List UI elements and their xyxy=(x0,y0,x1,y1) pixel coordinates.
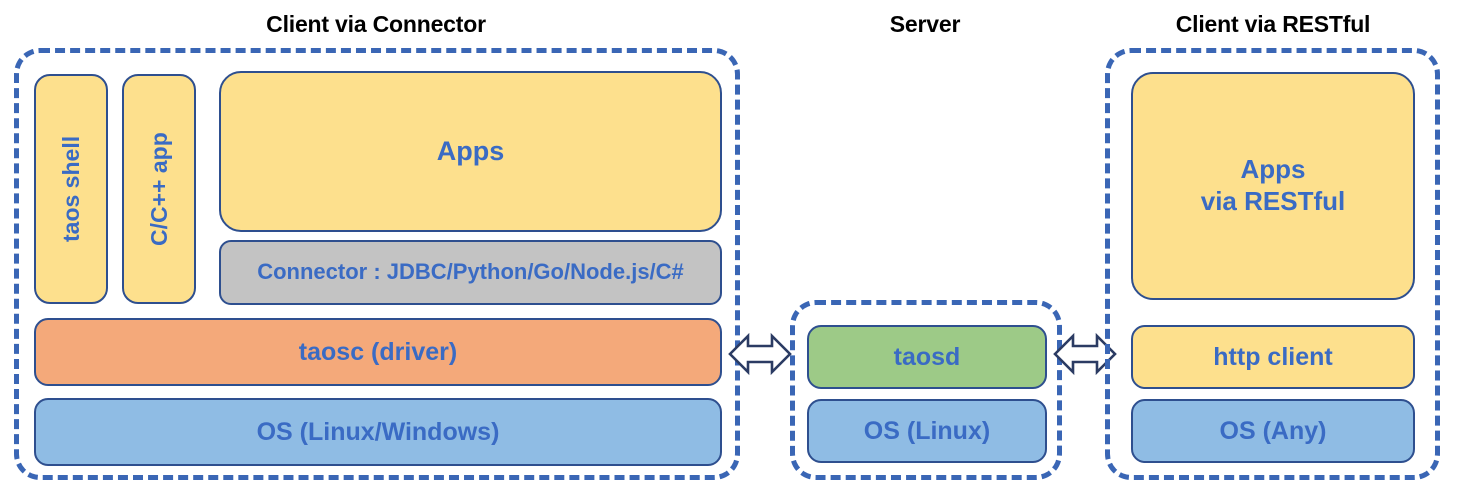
section-title-server: Server xyxy=(889,11,961,37)
block-apps-via-restful[interactable]: Apps via RESTful xyxy=(1131,72,1415,300)
double-arrow-icon-server-restful xyxy=(1053,326,1117,382)
double-arrow-icon-connector-server xyxy=(728,326,792,382)
block-taosc-driver[interactable]: taosc (driver) xyxy=(34,318,722,386)
block-os-linux-windows[interactable]: OS (Linux/Windows) xyxy=(34,398,722,466)
block-taos-shell[interactable]: taos shell xyxy=(34,74,108,304)
group-client-via-connector xyxy=(14,48,740,480)
block-c-cpp-app[interactable]: C/C++ app xyxy=(122,74,196,304)
block-apps[interactable]: Apps xyxy=(219,71,722,232)
block-os-any[interactable]: OS (Any) xyxy=(1131,399,1415,463)
block-apps-via-restful-line1: Apps xyxy=(1240,154,1306,185)
block-connector-list[interactable]: Connector : JDBC/Python/Go/Node.js/C# xyxy=(219,240,722,305)
block-taosd[interactable]: taosd xyxy=(807,325,1047,389)
section-title-client-via-restful: Client via RESTful xyxy=(1175,11,1371,37)
section-title-client-via-connector: Client via Connector xyxy=(266,11,486,37)
block-apps-via-restful-line2: via RESTful xyxy=(1200,186,1346,216)
block-http-client[interactable]: http client xyxy=(1131,325,1415,389)
group-server xyxy=(790,300,1062,480)
block-os-linux[interactable]: OS (Linux) xyxy=(807,399,1047,463)
group-client-via-restful xyxy=(1105,48,1440,480)
